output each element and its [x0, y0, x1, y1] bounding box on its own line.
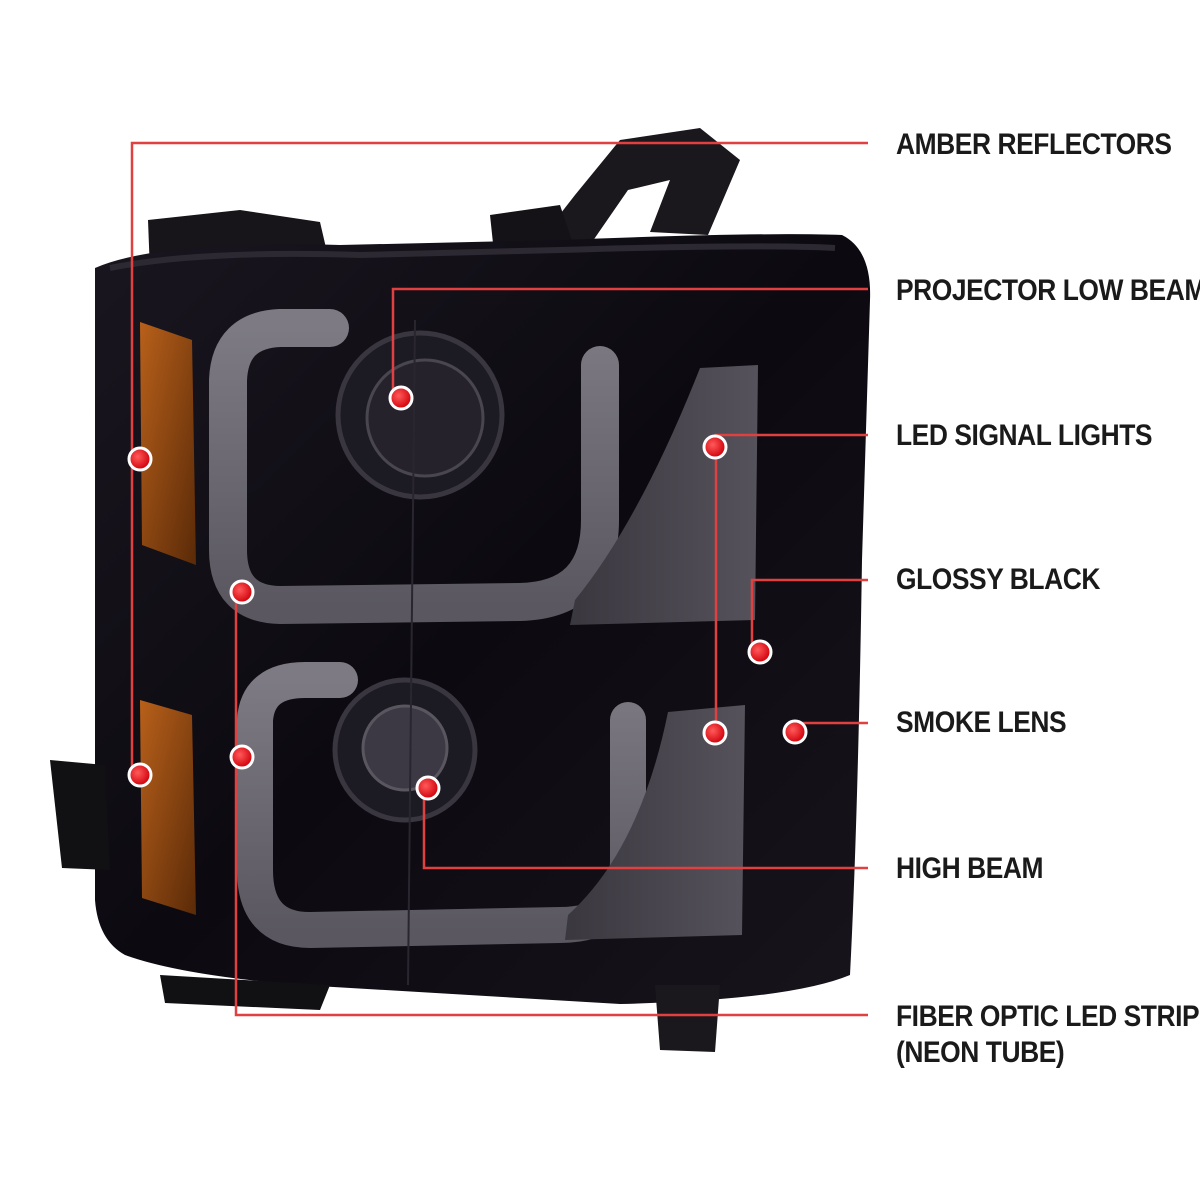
led-signal-panel-lower: [565, 705, 745, 940]
amber-reflector-lower: [140, 700, 196, 915]
callout-fiber-optic-line1: FIBER OPTIC LED STRIP: [896, 1000, 1200, 1033]
led-signal-dot-lower: [702, 720, 728, 746]
callout-led-signal-lights: LED SIGNAL LIGHTS: [896, 419, 1153, 452]
lower-left-tab: [50, 760, 110, 870]
callout-glossy-black: GLOSSY BLACK: [896, 563, 1100, 596]
high-beam-dot: [415, 775, 441, 801]
callout-amber-reflectors: AMBER REFLECTORS: [896, 128, 1172, 161]
headlight-illustration: [50, 128, 871, 1052]
led-signal-panel-upper: [570, 365, 758, 625]
fiber-optic-dot-upper: [229, 579, 255, 605]
amber-reflector-dot-lower: [127, 762, 153, 788]
callout-high-beam: HIGH BEAM: [896, 852, 1044, 885]
callout-fiber-optic-line2: (NEON TUBE): [896, 1036, 1065, 1069]
bottom-right-tab: [655, 985, 720, 1052]
led-signal-dot-upper: [702, 434, 728, 460]
housing-rim: [109, 243, 836, 271]
center-seam: [407, 319, 416, 986]
callout-dots: [127, 385, 808, 801]
fiber-optic-leader: [234, 593, 868, 1017]
bottom-tab: [160, 975, 330, 1010]
fiber-optic-dot-lower: [229, 744, 255, 770]
glossy-black-leader: [750, 578, 868, 652]
leader-lines: [130, 141, 868, 1017]
mounting-bracket: [540, 128, 740, 245]
projector-low-beam-inner: [365, 358, 485, 478]
callout-projector-low-beam: PROJECTOR LOW BEAM: [896, 274, 1200, 307]
smoke-lens-dot: [782, 719, 808, 745]
high-beam-inner: [361, 704, 449, 792]
projector-low-beam-dot: [388, 385, 414, 411]
projector-low-beam-leader: [391, 287, 868, 398]
high-beam-leader: [422, 788, 868, 870]
glossy-black-dot: [747, 639, 773, 665]
amber-reflector-dot-upper: [127, 446, 153, 472]
amber-reflectors-leader: [130, 141, 868, 778]
amber-reflector-upper: [140, 322, 196, 565]
callout-smoke-lens: SMOKE LENS: [896, 706, 1067, 739]
